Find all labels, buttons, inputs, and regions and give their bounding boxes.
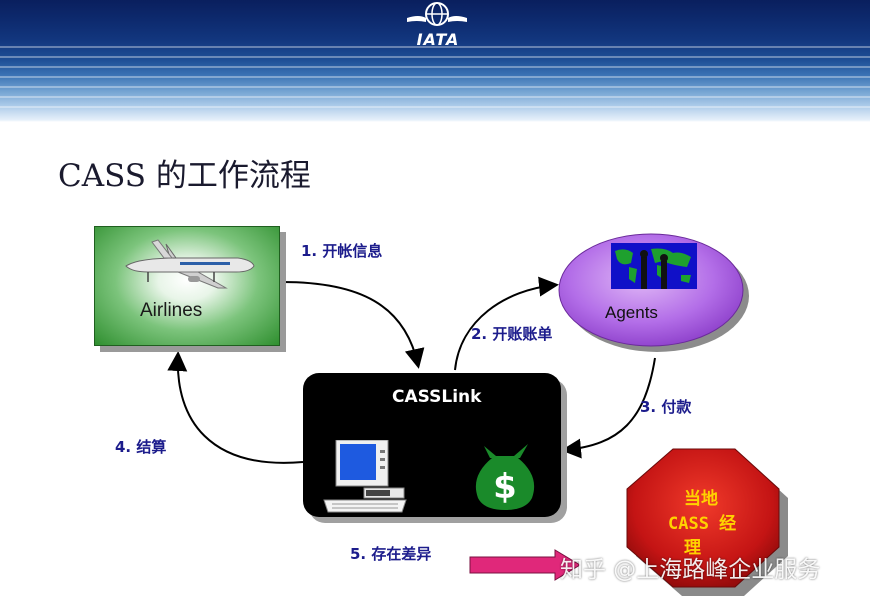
airlines-label: Airlines [140,300,203,321]
computer-icon [323,440,407,513]
arrow-agents-to-cass [561,357,656,459]
step-2-label: 2. 开账账单 [471,325,553,343]
manager-line-3: 理 [684,538,701,558]
pink-arrow [469,549,581,581]
page-title: CASS 的工作流程 [58,158,311,194]
airplane-icon [125,239,255,289]
agents-label: Agents [605,303,658,322]
manager-line-2: CASS 经 [668,514,737,534]
manager-line-1: 当地 [684,489,718,509]
header-banner [0,0,870,122]
svg-text:$: $ [493,467,517,507]
step-5-label: 5. 存在差异 [350,545,432,563]
local-cass-manager-node [626,448,788,596]
watermark: 知乎 @上海路峰企业服务 [560,557,821,583]
step-1-label: 1. 开帐信息 [301,242,383,260]
step-4-label: 4. 结算 [115,438,167,456]
iata-logo-text: IATA [416,30,460,49]
iata-logo-icon [407,2,467,26]
world-map-icon [611,243,697,289]
arrow-airlines-to-cass [281,281,425,369]
airlines-node [94,226,280,346]
arrow-cass-to-airlines [167,351,304,464]
casslink-label: CASSLink [392,387,482,407]
money-bag-icon: $ [475,444,535,510]
arrow-cass-to-agents [454,276,559,371]
step-3-label: 3. 付款 [640,398,692,416]
